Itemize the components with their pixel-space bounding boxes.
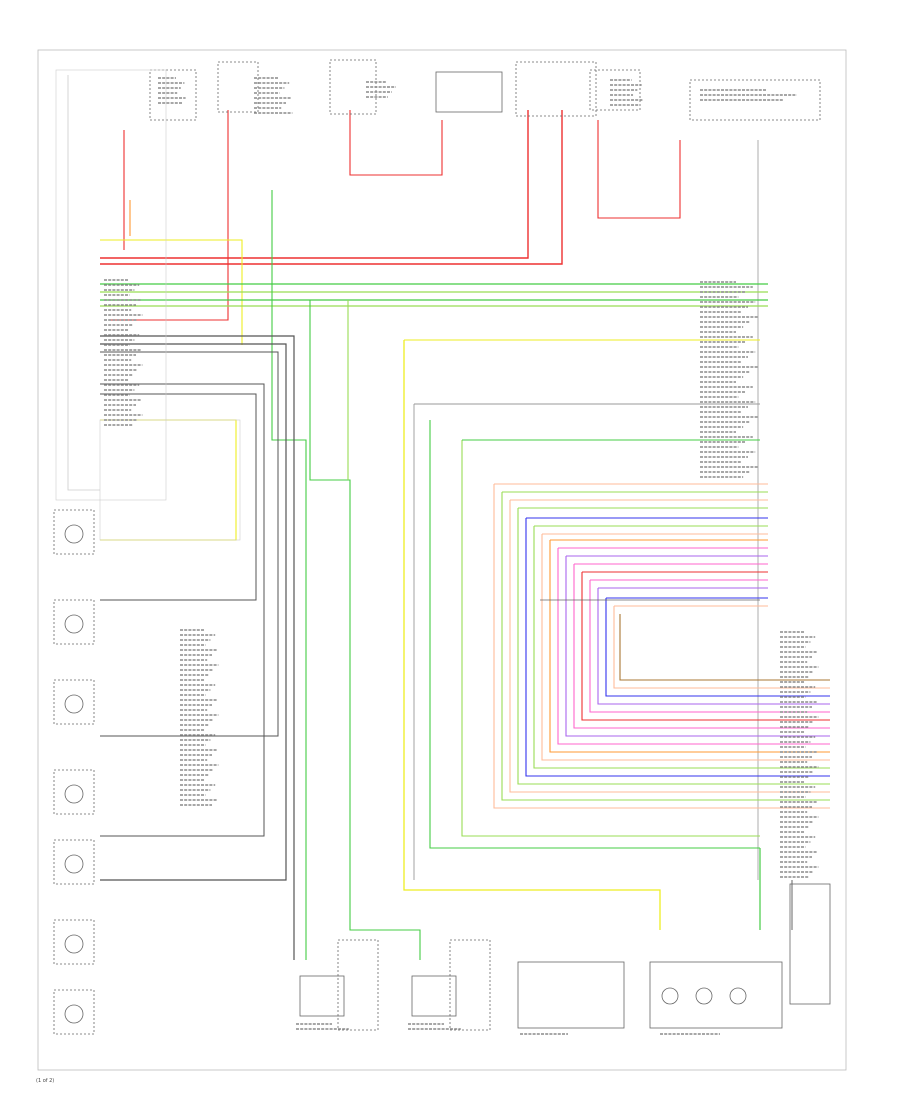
wire-fan-lower-14 (597, 588, 830, 705)
brake-light-switch (589, 69, 641, 111)
wire-fan-lower-16 (613, 606, 830, 689)
switch-sensor-symbol (64, 524, 84, 544)
connector-box-left-1 (99, 419, 241, 541)
diagram-border (37, 49, 847, 1071)
wire-green-vertical-left (271, 190, 307, 960)
wire-gray-loop-1 (100, 335, 295, 960)
front-sensor-left (53, 599, 95, 645)
rear-lamp-2 (695, 987, 713, 1005)
wire-fan-lower-13 (589, 580, 830, 713)
trailer-sensor (53, 989, 95, 1035)
wire-gray-loop-5 (100, 393, 257, 601)
fuse-relay-box (435, 71, 503, 113)
abs-module (789, 883, 831, 1005)
wire-yellow-mid (403, 340, 661, 930)
front-sensor-right-symbol (64, 694, 84, 714)
wire-fan-lower-8 (549, 540, 830, 753)
wire-red-center-vertical (110, 110, 229, 321)
right-front-harness (449, 939, 491, 1031)
wire-green-vertical-center (309, 300, 421, 960)
wire-yellow-box (100, 419, 237, 541)
wire-gray-loop-2 (100, 343, 287, 881)
wire-fan-lower-5 (525, 518, 830, 777)
rear-sensor-right-symbol (64, 854, 84, 874)
wire-fan-lower-7 (541, 534, 830, 761)
wire-fan-lower-9 (557, 548, 830, 745)
junction-block (329, 59, 377, 115)
rear-mirror-sensor-symbol (64, 934, 84, 954)
component-layer (53, 59, 831, 1035)
switch-sensor (53, 509, 95, 555)
rear-sensor-left (53, 769, 95, 815)
wire-brown-bottom (619, 614, 830, 681)
rear-sensor-right (53, 839, 95, 885)
left-front-sensor-connector (299, 975, 345, 1017)
left-front-harness (337, 939, 379, 1031)
wire-fan-lower-6 (533, 526, 830, 769)
wire-red-top-loop (349, 110, 443, 176)
ignition-switch (515, 61, 597, 117)
right-front-sensor-connector (411, 975, 457, 1017)
trailer-sensor-symbol (64, 1004, 84, 1024)
wire-yellow-upper (100, 239, 243, 345)
wire-black-left (67, 75, 100, 491)
rear-cargo-unit (517, 961, 625, 1029)
wire-fan-lower-4 (517, 508, 830, 785)
wire-fan-lower-3 (509, 500, 830, 793)
wire-fan-lower-15 (605, 598, 830, 697)
wire-fan-lower-10 (565, 556, 830, 737)
wire-gray-loop-3 (100, 351, 279, 737)
right-relay-unit (689, 79, 821, 121)
rear-lamp-1 (661, 987, 679, 1005)
wire-red-right-loop (597, 120, 681, 219)
wire-fan-lower-1 (493, 484, 830, 809)
front-sensor-left-symbol (64, 614, 84, 634)
wire-fan-lower-11 (573, 564, 830, 729)
wire-gray-loop-4 (100, 383, 265, 837)
rear-mirror-sensor (53, 919, 95, 965)
wire-red-bus-lower (100, 110, 563, 265)
page-code-label: (1 of 2) (36, 1078, 55, 1084)
wire-layer (67, 75, 830, 960)
wire-green-right-a (429, 420, 760, 849)
left-fuse-panel (55, 69, 167, 501)
label-layer (104, 77, 819, 1035)
rear-sensor-left-symbol (64, 784, 84, 804)
wire-green-right-b (461, 440, 760, 837)
front-sensor-right (53, 679, 95, 725)
wire-fan-lower-2 (501, 492, 830, 801)
rear-light-module (649, 961, 783, 1029)
wire-fan-lower-12 (581, 572, 830, 721)
power-distribution-block (217, 61, 259, 113)
rear-lamp-3 (729, 987, 747, 1005)
wire-red-bus-upper (100, 110, 529, 259)
